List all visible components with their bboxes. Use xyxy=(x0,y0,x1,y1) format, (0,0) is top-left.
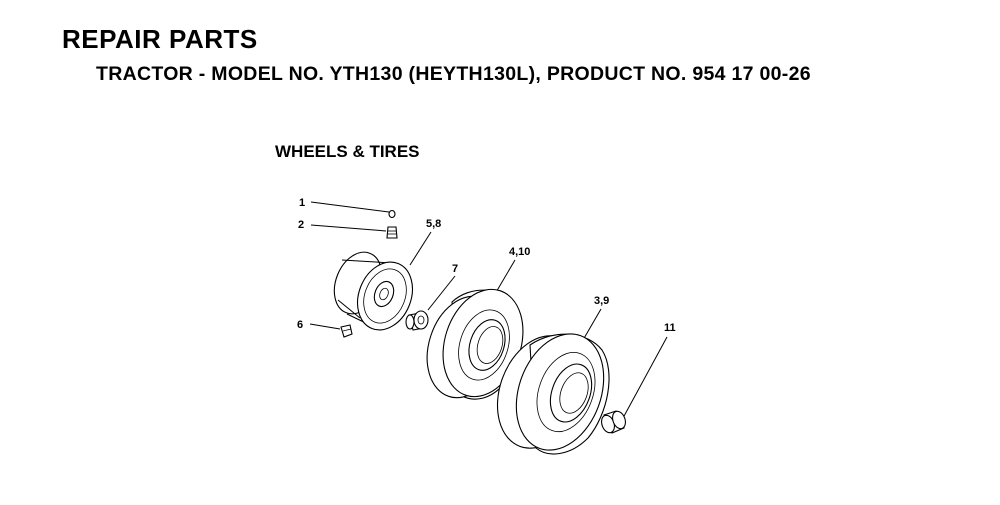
callout-label-4-10: 4,10 xyxy=(509,246,530,258)
callout-label-6: 6 xyxy=(297,319,303,331)
callout-7: 7 xyxy=(427,263,458,311)
callout-5-8: 5,8 xyxy=(409,218,441,266)
callout-3-9: 3,9 xyxy=(582,295,609,341)
hub-cap-part xyxy=(601,410,626,434)
model-subtitle: TRACTOR - MODEL NO. YTH130 (HEYTH130L), … xyxy=(96,63,811,85)
callout-label-7: 7 xyxy=(452,263,458,275)
page-title: REPAIR PARTS xyxy=(62,24,258,54)
callout-11: 11 xyxy=(622,322,676,419)
valve-cap-part xyxy=(388,209,396,219)
section-title: WHEELS & TIRES xyxy=(275,142,420,161)
callout-1: 1 xyxy=(299,197,390,213)
callout-6: 6 xyxy=(297,319,341,331)
callout-4-10: 4,10 xyxy=(494,246,530,295)
callout-label-1: 1 xyxy=(299,197,305,209)
callout-label-5-8: 5,8 xyxy=(426,218,441,230)
valve-stem-part xyxy=(386,226,398,239)
callout-label-2: 2 xyxy=(298,219,304,231)
rim-part xyxy=(333,251,413,331)
rear-tire-part xyxy=(496,333,610,455)
bushing-part xyxy=(405,310,429,331)
callout-2: 2 xyxy=(298,219,387,232)
callout-label-11: 11 xyxy=(664,322,676,334)
front-tire-part xyxy=(426,288,524,400)
callout-label-3-9: 3,9 xyxy=(594,295,609,307)
lug-bolt-part xyxy=(340,324,353,338)
